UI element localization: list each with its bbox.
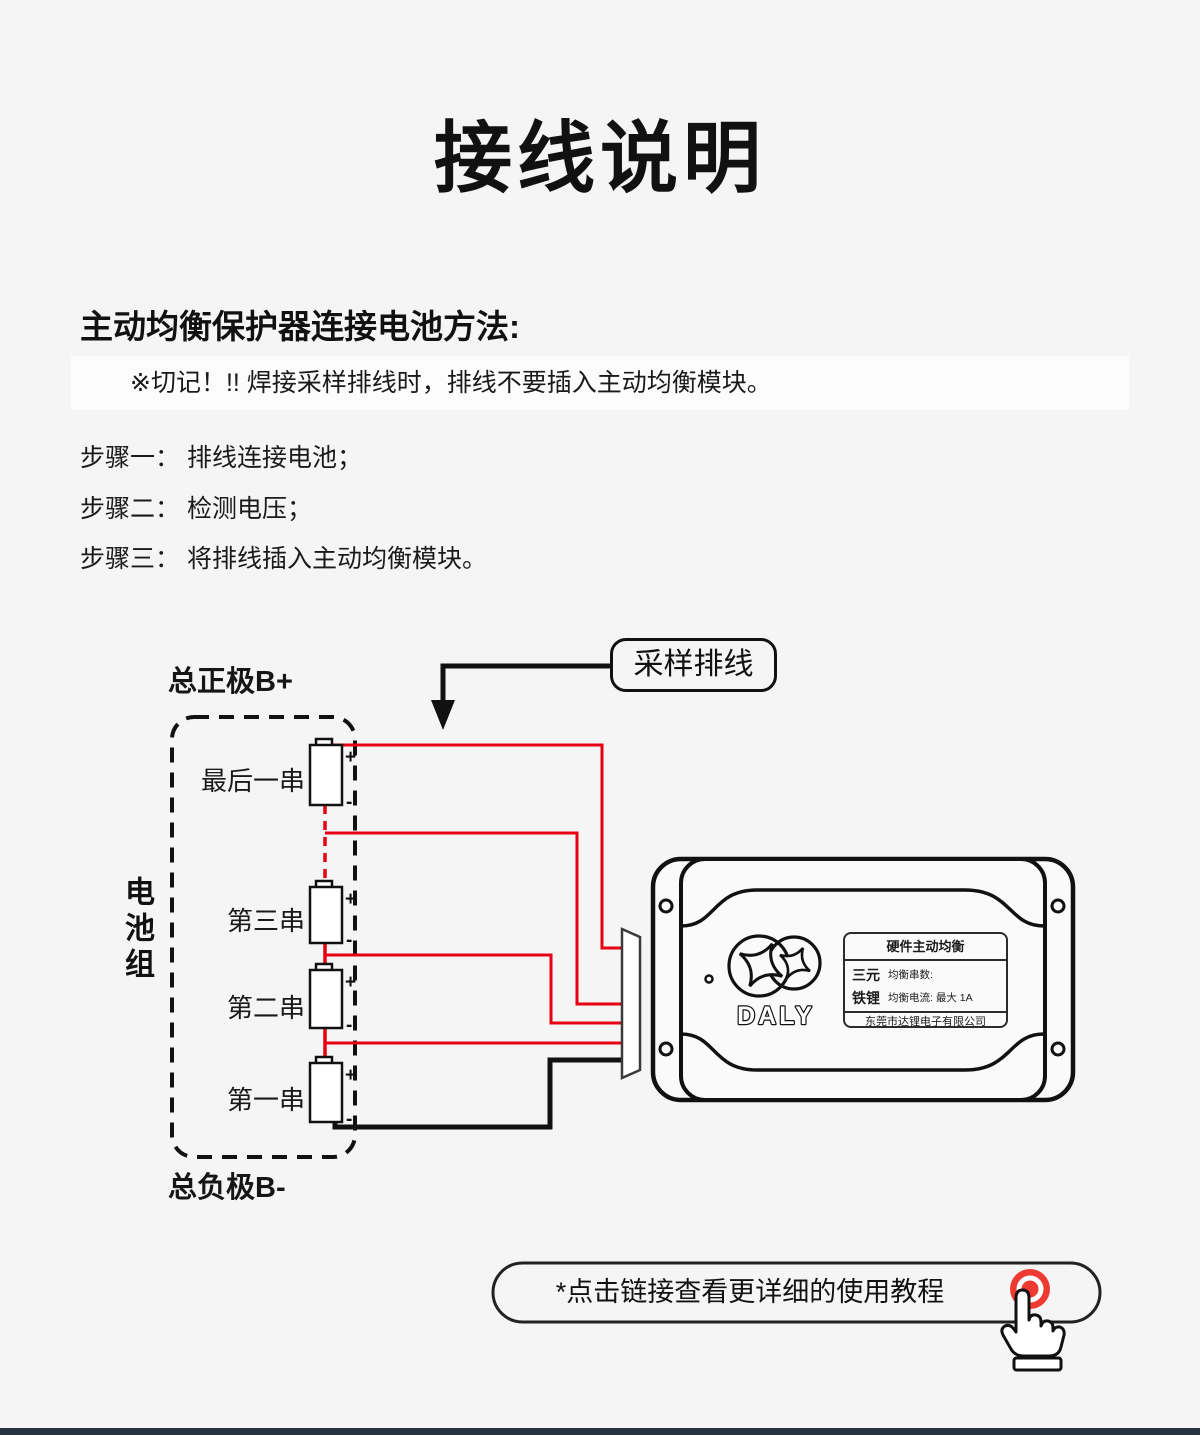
company-name: 东莞市达锂电子有限公司	[865, 1016, 986, 1028]
cable-connector	[620, 927, 642, 1080]
battery-cell	[308, 885, 344, 945]
screw-hole	[658, 898, 674, 914]
screw-hole	[1050, 1041, 1066, 1057]
sampling-wire-3	[325, 953, 623, 1025]
daly-wordmark: DALY	[737, 1002, 815, 1030]
logo-star-small	[779, 947, 811, 979]
callout-line	[440, 663, 610, 702]
plus-mark: +	[345, 889, 356, 910]
sampling-wire-1	[332, 743, 623, 950]
total-positive-label: 总正极B+	[168, 666, 293, 698]
module-bottom-curve	[680, 1032, 1045, 1072]
screw-hole	[658, 1041, 674, 1057]
battery-cell	[308, 743, 344, 807]
plus-mark: +	[345, 1065, 356, 1086]
step-1: 步骤一： 排线连接电池；	[80, 444, 362, 472]
balancer-module: DALY	[650, 856, 1076, 1103]
battery-pack-label: 电池组	[120, 876, 153, 984]
plus-mark: +	[345, 747, 356, 768]
module-top-curve	[680, 888, 1045, 928]
minus-mark: -	[346, 930, 352, 951]
page-title: 接线说明	[433, 114, 766, 202]
battery-cell	[308, 968, 344, 1030]
balance-series-spec: 均衡串数:	[888, 969, 933, 981]
module-face	[679, 857, 1047, 1102]
chem-ternary: 三元	[852, 966, 880, 983]
total-negative-label: 总负极B-	[168, 1172, 286, 1204]
minus-mark: -	[346, 1015, 352, 1036]
click-hand-icon[interactable]	[1000, 1269, 1066, 1372]
plus-mark: +	[345, 972, 356, 993]
battery-label-third: 第三串	[226, 906, 305, 936]
step-3: 步骤三： 将排线插入主动均衡模块。	[80, 545, 487, 573]
battery-label-last: 最后一串	[200, 766, 305, 796]
balance-current-spec: 均衡电流: 最大 1A	[888, 992, 973, 1004]
battery-pack-dashed-box	[170, 715, 357, 1159]
module-spec-label: 硬件主动均衡 三元 均衡串数: 铁锂 均衡电流: 最大 1A 东莞市达锂电子有限…	[843, 932, 1008, 1028]
step-2: 步骤二： 检测电压；	[80, 495, 312, 523]
module-spec-title: 硬件主动均衡	[845, 934, 1006, 961]
sampling-wire-2	[325, 831, 623, 1006]
battery-label-second: 第二串	[226, 993, 305, 1023]
sampling-cable-callout: 采样排线	[610, 638, 777, 692]
led-dot	[704, 974, 714, 984]
negative-wire	[332, 1057, 623, 1130]
screw-hole	[1050, 898, 1066, 914]
bottom-edge-bar	[0, 1428, 1200, 1435]
minus-mark: -	[346, 1109, 352, 1130]
hand-cuff	[1012, 1356, 1063, 1372]
arrow-down-icon	[431, 700, 455, 730]
warning-bar: ※切记！!! 焊接采样排线时，排线不要插入主动均衡模块。	[71, 356, 1129, 410]
minus-mark: -	[346, 792, 352, 813]
warning-text: ※切记！!! 焊接采样排线时，排线不要插入主动均衡模块。	[130, 369, 772, 397]
logo-star-large	[738, 942, 784, 988]
tutorial-link[interactable]: *点击链接查看更详细的使用教程	[555, 1277, 945, 1307]
chem-lifepo4: 铁锂	[852, 989, 880, 1006]
battery-cell	[308, 1061, 344, 1124]
module-spec-rows: 三元 均衡串数: 铁锂 均衡电流: 最大 1A	[845, 961, 1006, 1013]
terminal-marks: + - + - + - + -	[345, 747, 356, 1130]
pointing-hand	[1000, 1288, 1066, 1358]
footer-link-pill[interactable]	[491, 1261, 1102, 1324]
daly-logo: DALY	[727, 934, 822, 1031]
battery-label-first: 第一串	[226, 1085, 305, 1115]
section-heading: 主动均衡保护器连接电池方法:	[80, 308, 520, 345]
battery-cells	[308, 737, 344, 1124]
